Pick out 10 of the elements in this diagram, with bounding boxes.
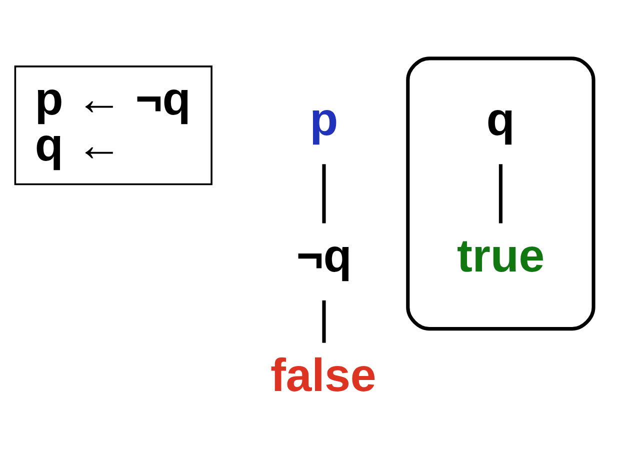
connector: [322, 164, 326, 224]
connector: [322, 300, 326, 343]
node-text: false: [270, 348, 376, 401]
node-text: true: [456, 229, 545, 282]
connector: [498, 164, 502, 224]
cluster: [406, 56, 596, 331]
node-text: ¬q: [296, 229, 352, 282]
node-text: p: [310, 92, 338, 145]
node-box: p ← ¬q q ←: [14, 66, 212, 186]
node-text: q: [486, 92, 515, 145]
